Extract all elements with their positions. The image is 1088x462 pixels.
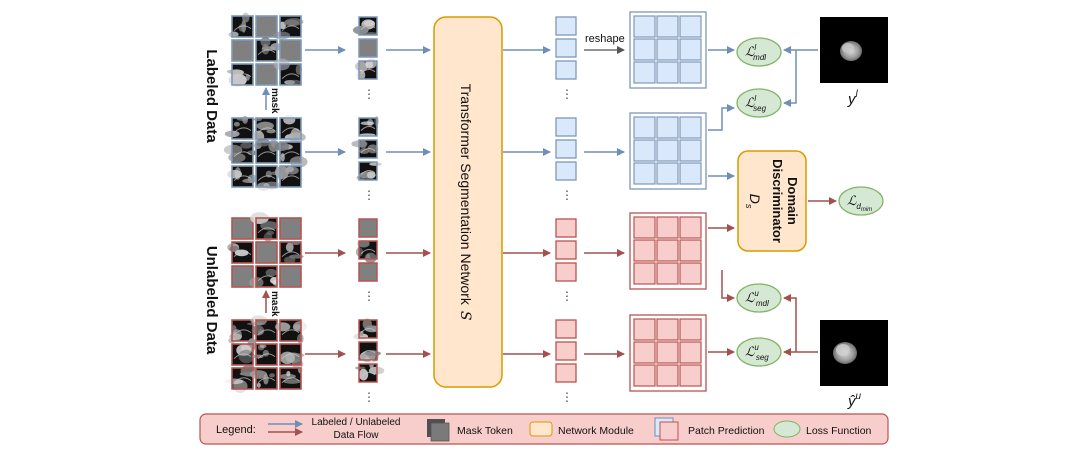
legend-mask-token: Mask Token — [457, 425, 513, 437]
output-ellipsis: ⋮ — [561, 87, 573, 101]
patch-prediction-labeled — [629, 112, 707, 190]
data-flow-arrows — [305, 46, 837, 358]
y-u-label: ŷu — [847, 391, 862, 410]
loss-dmim: ℒdmim — [838, 186, 884, 216]
labeled-image-grid — [223, 114, 308, 191]
output-tokens-labeled-masked: ⋮ — [555, 16, 577, 101]
svg-text:Domain: Domain — [785, 177, 800, 225]
output-ellipsis: ⋮ — [561, 289, 573, 303]
output-ellipsis: ⋮ — [561, 188, 573, 202]
masked-labeled-tokens: ⋮ — [352, 16, 378, 101]
output-tokens-labeled: ⋮ — [555, 117, 577, 202]
legend-mask-token-icon — [427, 419, 450, 442]
patch-prediction-grids — [629, 11, 707, 392]
output-tokens-unlabeled: ⋮ — [555, 319, 577, 404]
token-columns: ⋮ ⋮ ⋮ ⋮ — [351, 16, 385, 404]
token-ellipsis: ⋮ — [363, 87, 375, 101]
token-ellipsis: ⋮ — [363, 390, 375, 404]
svg-text:mask: mask — [269, 291, 280, 317]
arrow-pred-to-seg-l — [708, 104, 735, 131]
token-ellipsis: ⋮ — [363, 188, 375, 202]
patch-prediction-labeled-masked — [629, 11, 707, 89]
reshape-label: reshape — [585, 33, 625, 45]
unlabeled-data-label: Unlabeled Data — [203, 246, 220, 355]
domain-discriminator — [737, 150, 807, 252]
svg-text:Ds: Ds — [744, 194, 763, 209]
patch-prediction-unlabeled-masked — [629, 212, 707, 290]
pseudo-label-image — [820, 320, 888, 386]
transformer-segmentation-network — [433, 16, 503, 388]
output-token-columns: ⋮ ⋮ ⋮ ⋮ — [555, 16, 577, 404]
svg-text:Transformer Segmentation Netwo: Transformer Segmentation NetworkS — [457, 84, 474, 321]
legend-patch-prediction-icon — [654, 417, 679, 441]
unlabeled-tokens: ⋮ — [353, 318, 385, 404]
mask-arrow-labeled: mask — [262, 87, 280, 114]
legend: Legend: Labeled / Unlabeled Data Flow Ma… — [199, 413, 889, 445]
unlabeled-image-grid — [224, 315, 307, 394]
patch-prediction-unlabeled — [629, 314, 707, 392]
masked-unlabeled-tokens: ⋮ — [355, 218, 378, 303]
arrow-gt-to-seg-l — [783, 50, 797, 107]
svg-text:ℒdmim: ℒdmim — [847, 193, 872, 213]
arrow-pred-to-mdl-u — [721, 270, 735, 302]
arrow-pseudo-to-mdl-u — [783, 294, 797, 352]
discriminator-label: Domain Discriminator Ds — [744, 159, 800, 243]
output-tokens-unlabeled-masked: ⋮ — [555, 218, 577, 303]
svg-text:Discriminator: Discriminator — [770, 159, 785, 243]
legend-network-module: Network Module — [558, 425, 634, 437]
y-l-label: yl — [847, 89, 859, 108]
labeled-data-label: Labeled Data — [203, 49, 220, 143]
legend-patch-prediction: Patch Prediction — [688, 425, 765, 437]
legend-title: Legend: — [216, 424, 256, 436]
legend-loss-function-icon — [773, 420, 801, 438]
ground-truth-image — [820, 17, 888, 83]
mask-arrow-unlabeled: mask — [262, 290, 280, 317]
token-ellipsis: ⋮ — [363, 289, 375, 303]
legend-loss-function: Loss Function — [806, 425, 872, 437]
legend-network-module-icon — [529, 421, 553, 437]
input-image-grids — [223, 12, 308, 394]
labeled-tokens: ⋮ — [351, 116, 382, 202]
legend-flow-line2: Data Flow — [333, 430, 379, 441]
network-label: Transformer Segmentation NetworkS — [457, 84, 474, 321]
legend-flow-line1: Labeled / Unlabeled — [312, 417, 401, 428]
output-ellipsis: ⋮ — [561, 390, 573, 404]
masked-labeled-grid — [226, 12, 304, 87]
masked-unlabeled-grid — [227, 212, 304, 289]
svg-text:mask: mask — [269, 88, 280, 114]
